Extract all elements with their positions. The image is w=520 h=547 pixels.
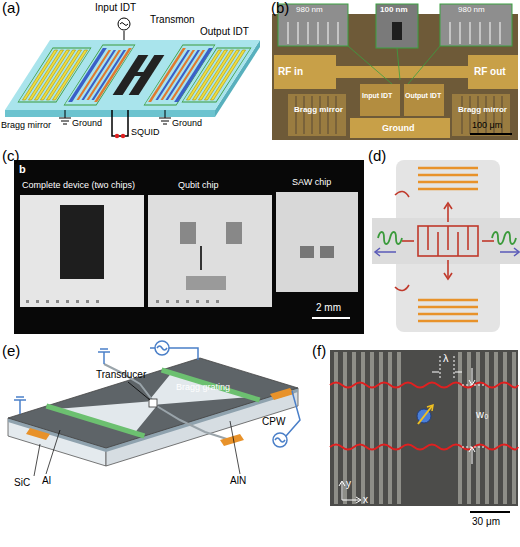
dimension-label: λ	[443, 352, 449, 364]
part-label: Bragg grating	[176, 383, 230, 393]
photograph	[14, 160, 364, 334]
panel-letter: (e)	[2, 343, 20, 360]
axis-label: y	[346, 478, 351, 489]
layer-label: SiC	[14, 477, 30, 488]
panel-letter: (a)	[2, 0, 20, 17]
panel-letter: b	[19, 163, 26, 175]
part-label: SQUID	[131, 128, 160, 138]
part-label: Complete device (two chips)	[22, 181, 135, 191]
part-label: Qubit chip	[178, 181, 219, 191]
part-label: Output IDT	[200, 26, 249, 37]
device-3d	[8, 341, 300, 476]
signal-label: RF out	[474, 66, 506, 77]
part-label: Transducer	[96, 369, 146, 380]
part-label: Bragg mirror	[1, 121, 51, 131]
part-label: Ground	[72, 119, 102, 129]
micrograph	[272, 4, 518, 140]
micrograph	[330, 350, 518, 512]
substrate-slab	[5, 40, 260, 117]
part-label: CPW	[262, 416, 285, 427]
dimension-label: 100 nm	[380, 6, 408, 15]
dimension-label: 980 nm	[296, 6, 323, 15]
part-label: Ground	[172, 119, 202, 129]
part-label: Input IDT	[95, 2, 136, 13]
part-label: Bragg mirror	[458, 106, 507, 115]
dimension-label: w₀	[476, 408, 489, 420]
part-label: Bragg mirror	[294, 106, 343, 115]
panel-letter: (f)	[312, 343, 326, 360]
panel-letter: (c)	[2, 148, 20, 165]
acoustic-cavity	[372, 160, 520, 332]
panel-letter: (d)	[368, 148, 386, 165]
device-top	[5, 40, 260, 110]
wiring	[59, 18, 171, 136]
part-label: SAW chip	[292, 178, 331, 188]
part-label: Output IDT	[405, 92, 441, 100]
panel-letter: (b)	[271, 0, 289, 17]
junction-dot	[121, 134, 125, 138]
signal-label: RF in	[278, 66, 303, 77]
part-label: Input IDT	[362, 92, 392, 100]
layer-label: Al	[42, 475, 51, 486]
scale-label: 100 μm	[472, 121, 502, 131]
part-label: Transmon	[150, 14, 195, 25]
part-label: Ground	[382, 124, 415, 134]
junction-dot	[115, 134, 119, 138]
scale-label: 30 μm	[472, 516, 500, 527]
scale-label: 2 mm	[316, 302, 341, 313]
layer-label: AlN	[230, 475, 246, 486]
dimension-label: 980 nm	[458, 6, 485, 15]
axis-label: x	[363, 494, 368, 505]
